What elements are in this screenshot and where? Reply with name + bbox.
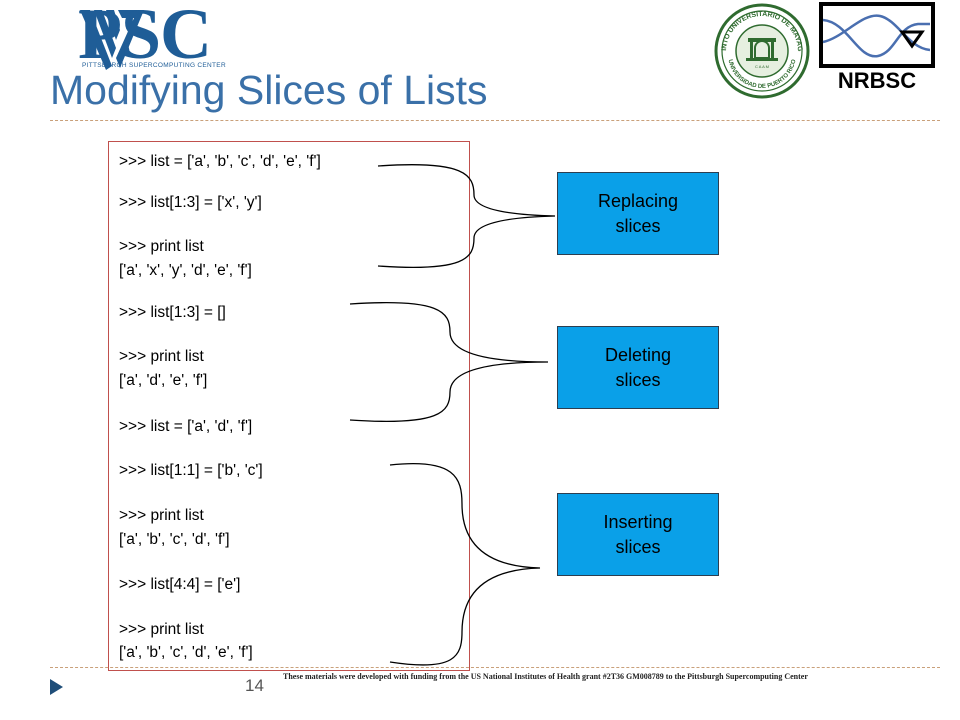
code-line: >>> list = ['a', 'b', 'c', 'd', 'e', 'f'… — [119, 153, 321, 170]
title-divider — [50, 120, 940, 121]
funding-note: These materials were developed with fund… — [283, 672, 808, 681]
page-title: Modifying Slices of Lists — [50, 67, 488, 113]
university-seal-icon: RECINTO UNIVERSITARIO DE MAYAGÜEZ UNIVER… — [712, 2, 810, 99]
code-line: >>> list[1:3] = [] — [119, 304, 226, 321]
code-line: >>> print list — [119, 621, 204, 638]
psc-chevron-icon — [80, 10, 144, 70]
inserting-slices-label: Inserting slices — [557, 493, 719, 576]
replacing-slices-label: Replacing slices — [557, 172, 719, 255]
code-line: ['a', 'b', 'c', 'd', 'e', 'f'] — [119, 644, 253, 661]
code-line: >>> list[1:3] = ['x', 'y'] — [119, 194, 262, 211]
footer-divider — [50, 667, 940, 668]
deleting-slices-label: Deleting slices — [557, 326, 719, 409]
code-line: >>> list = ['a', 'd', 'f'] — [119, 418, 253, 435]
code-line: ['a', 'x', 'y', 'd', 'e', 'f'] — [119, 262, 252, 279]
nrbsc-logo-icon: NRBSC — [819, 2, 935, 93]
code-line: >>> list[4:4] = ['e'] — [119, 576, 241, 593]
psc-logo-text: PSC — [78, 0, 212, 74]
code-line: >>> print list — [119, 348, 204, 365]
code-line: >>> print list — [119, 507, 204, 524]
triangle-bullet-icon — [50, 679, 63, 695]
code-line: >>> print list — [119, 238, 204, 255]
psc-logo-subtitle: PITTSBURGH SUPERCOMPUTING CENTER — [82, 62, 226, 69]
code-line: ['a', 'b', 'c', 'd', 'f'] — [119, 531, 230, 548]
code-line: >>> list[1:1] = ['b', 'c'] — [119, 462, 263, 479]
code-line: ['a', 'd', 'e', 'f'] — [119, 372, 208, 389]
nrbsc-text: NRBSC — [838, 68, 916, 93]
seal-center-text: C A A M — [755, 64, 769, 69]
page-number: 14 — [245, 676, 264, 695]
